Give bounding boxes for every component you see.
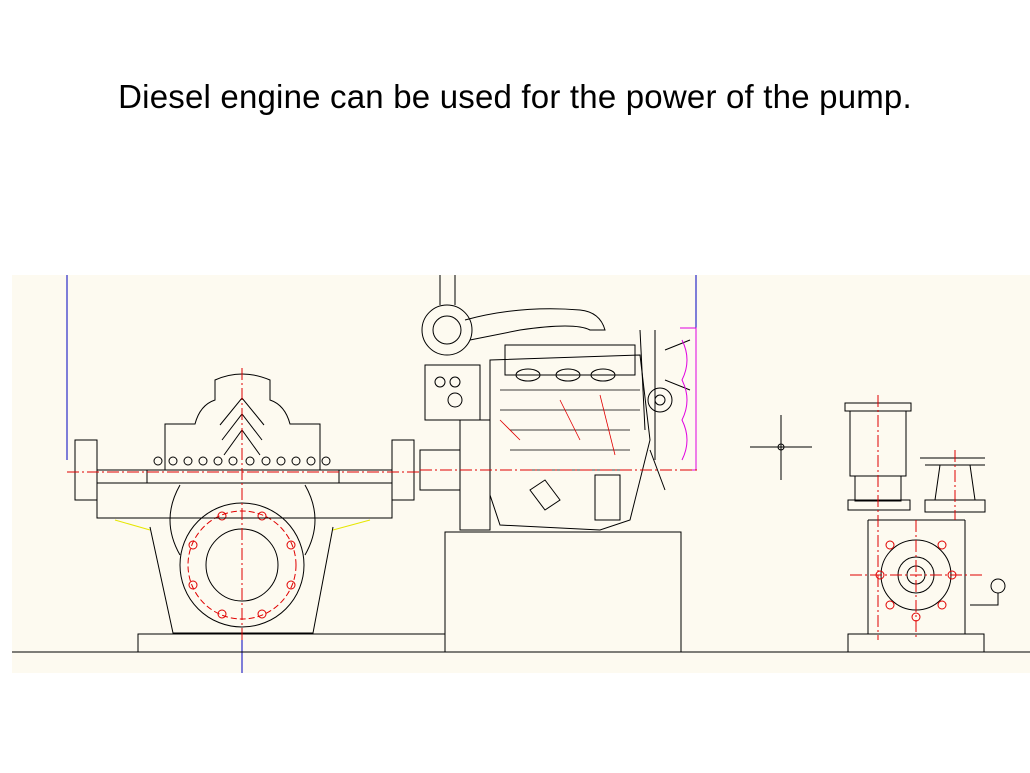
axis-lines: [66, 275, 697, 673]
cad-drawing: [12, 275, 1030, 673]
split-case-pump: [67, 368, 446, 653]
end-view-pump: [844, 395, 1006, 653]
crosshair-marker: [750, 415, 812, 480]
slide-title: Diesel engine can be used for the power …: [118, 78, 912, 115]
engine-base: [419, 449, 682, 652]
diesel-engine: [420, 275, 700, 531]
